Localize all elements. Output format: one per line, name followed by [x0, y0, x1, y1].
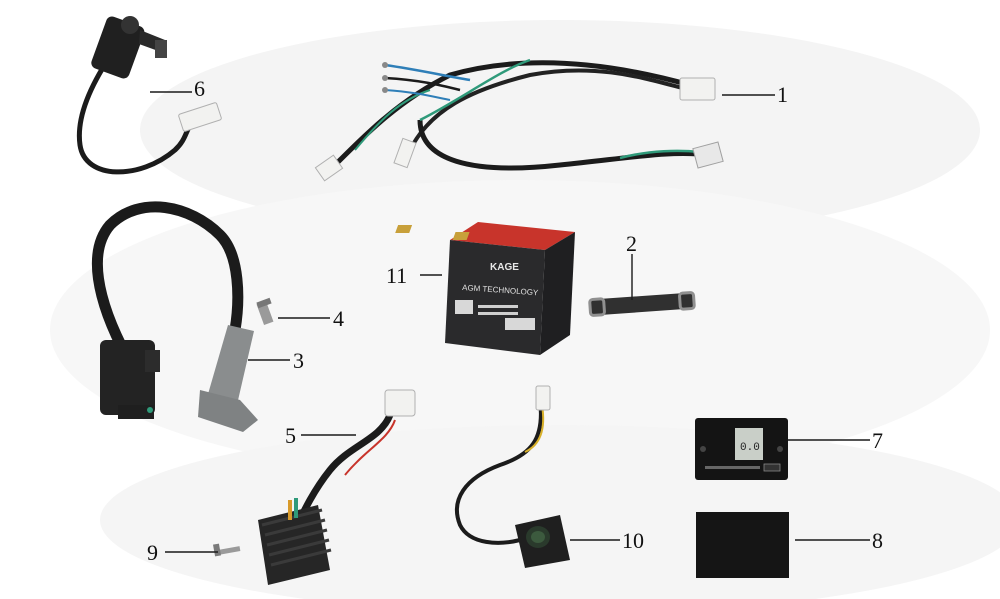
ignition-coil: [91, 201, 258, 432]
screw: [213, 543, 241, 557]
callout-3: 3: [293, 348, 304, 373]
battery-brand: KAGE: [490, 262, 519, 273]
hour-meter: 0.0: [695, 418, 788, 480]
wire-harness: [314, 58, 724, 182]
callout-7: 7: [872, 428, 883, 453]
callout-10: 10: [622, 528, 644, 553]
callout-2: 2: [626, 231, 637, 256]
leader-lines: [150, 91, 870, 553]
callout-11: 11: [386, 263, 408, 288]
bolt: [256, 297, 274, 326]
meter-readout: 0.0: [740, 442, 760, 454]
ignition-switch: [76, 16, 222, 175]
callout-4: 4: [333, 306, 344, 331]
battery: KAGE AGM TECHNOLOGY: [395, 222, 575, 355]
kill-switch: [454, 385, 570, 568]
callout-5: 5: [285, 423, 296, 448]
battery-strap: [588, 291, 696, 317]
callout-1: 1: [777, 82, 788, 107]
rubber-pad: [696, 512, 789, 578]
regulator: [258, 389, 416, 585]
callout-6: 6: [194, 76, 205, 101]
callout-9: 9: [147, 540, 158, 565]
callout-8: 8: [872, 528, 883, 553]
